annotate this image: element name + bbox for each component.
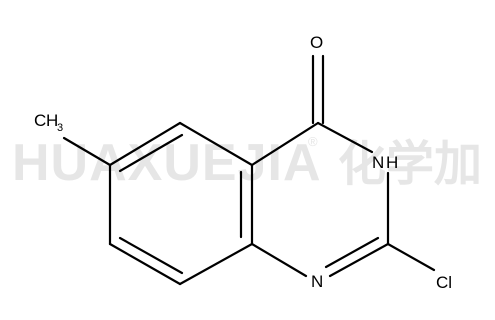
atom-methyl-carbon: C <box>34 111 46 130</box>
bond-n1-c8a <box>250 242 308 278</box>
watermark-registered-mark: ® <box>308 134 318 149</box>
atom-ring-nitrogen: N <box>311 272 323 291</box>
atom-methyl-hydrogen: H <box>46 111 58 130</box>
bond-c4-n3 <box>316 121 374 154</box>
atom-chlorine: Cl <box>436 273 452 292</box>
atom-oxygen: O <box>310 33 323 52</box>
watermark-chinese: 化学加 <box>338 136 482 192</box>
bond-c4a-c4 <box>250 121 320 167</box>
bonds <box>62 54 436 286</box>
bond-c2-n1 <box>328 242 390 278</box>
bond-c9-c10 <box>178 242 254 286</box>
atom-nh-nitrogen: N <box>372 153 384 172</box>
atom-labels: O N H N Cl C H 3 <box>34 33 452 292</box>
bond-c6-c7 <box>108 121 182 167</box>
bond-c7-methyl <box>62 136 112 167</box>
bond-c6-c7-inner <box>118 133 184 173</box>
bond-c8-c9-inner <box>118 236 184 275</box>
bond-c8-c9 <box>108 242 182 286</box>
bond-c2-cl <box>386 242 436 272</box>
atom-methyl-subscript: 3 <box>57 122 63 134</box>
bond-c2-n1-inner <box>324 236 380 269</box>
atom-nh-hydrogen: H <box>386 153 398 172</box>
bond-c5-c6 <box>178 121 254 167</box>
